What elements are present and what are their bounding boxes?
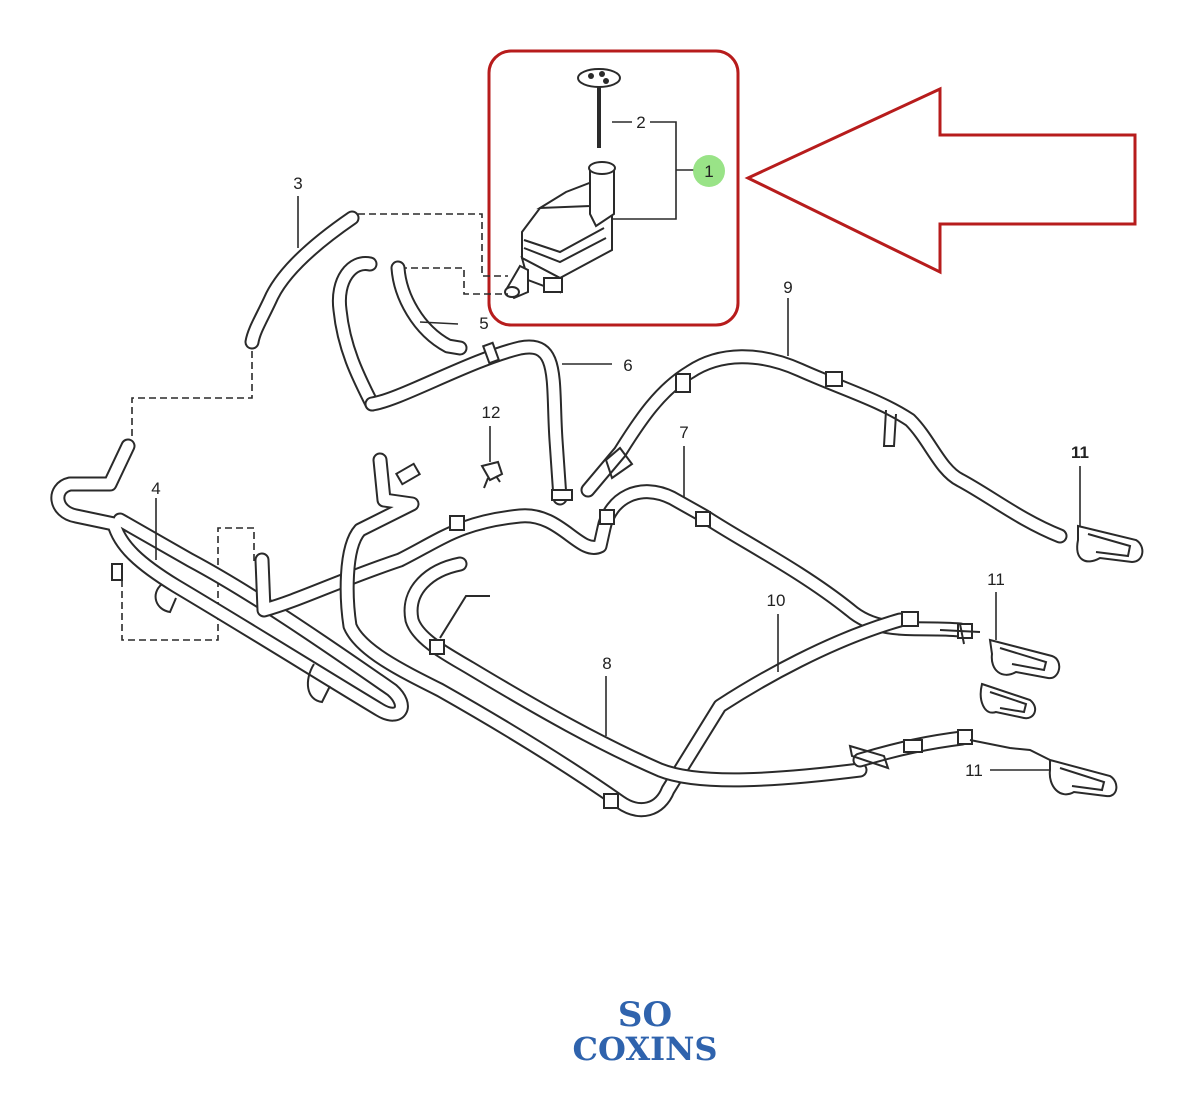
callout-2: 2 [636, 113, 645, 132]
callout-11-upper: 11 [1071, 443, 1089, 462]
callout-4: 4 [151, 479, 160, 498]
reservoir-part [504, 161, 616, 300]
logo-line-2: COXINS [573, 1030, 718, 1068]
callout-11-middle: 11 [987, 570, 1005, 589]
callout-10: 10 [767, 591, 786, 610]
logo-line-1: SO [618, 995, 672, 1035]
pointer-arrow-icon [744, 86, 1137, 275]
callout-3: 3 [293, 174, 302, 193]
callout-5: 5 [479, 314, 488, 333]
clip-part [480, 460, 504, 489]
reservoir-cap-part [577, 68, 621, 148]
callout-8: 8 [602, 654, 611, 673]
callout-7: 7 [679, 423, 688, 442]
callout-11-lower: 11 [965, 761, 983, 780]
brand-logo: SO COXINS [573, 995, 718, 1068]
callout-12: 12 [482, 403, 501, 422]
highlight-box [487, 49, 740, 327]
callout-6: 6 [623, 356, 632, 375]
fitting-right-lower [969, 739, 1118, 798]
callout-1: 1 [704, 162, 713, 181]
fitting-right-upper [1076, 524, 1144, 564]
callout-1-highlight [693, 155, 725, 187]
callout-9: 9 [783, 278, 792, 297]
fitting-right-mid [939, 623, 1061, 720]
